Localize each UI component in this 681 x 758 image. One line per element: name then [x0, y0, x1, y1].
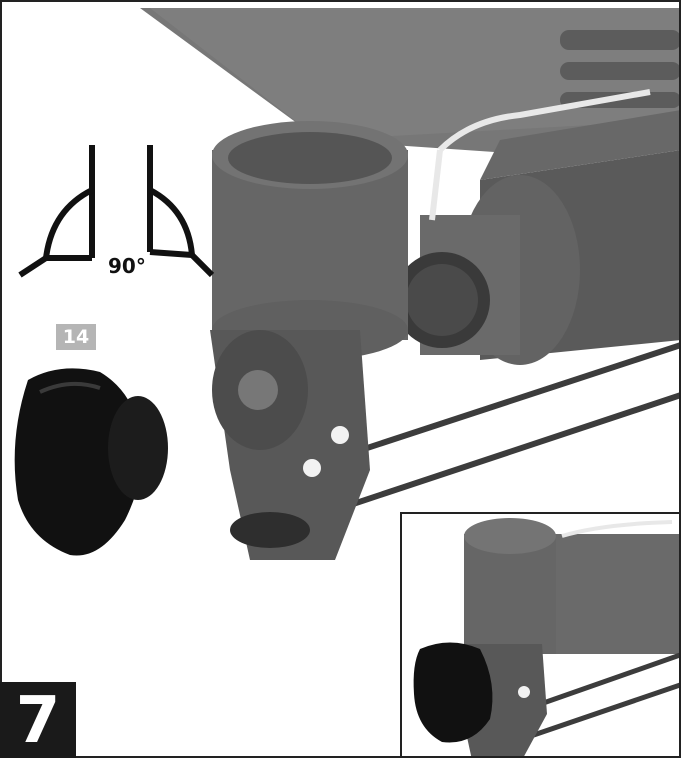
star-knob-icon	[14, 368, 168, 556]
chain	[437, 89, 651, 153]
inset-bolt	[518, 686, 530, 698]
inset-chain	[561, 520, 673, 538]
inset-housing	[552, 534, 679, 654]
angle-label: 90°	[108, 254, 146, 278]
bolt-head-2	[303, 459, 321, 477]
part-number-badge: 14	[56, 324, 96, 350]
inset-illustration	[402, 514, 679, 756]
bolt-head-1	[331, 426, 349, 444]
inset-rod-2	[521, 682, 679, 742]
bevel-90-degree-icon	[18, 145, 215, 278]
inset-knob	[413, 642, 493, 743]
inset-socket-rim	[464, 518, 556, 554]
chain-drop	[429, 149, 443, 221]
step-number: 7	[0, 682, 76, 758]
rail-top	[560, 30, 681, 50]
socket-opening	[228, 132, 392, 184]
shaft-hub	[238, 370, 278, 410]
bevel-gear-inner	[406, 264, 478, 336]
wheel	[230, 512, 310, 548]
detail-inset	[400, 512, 681, 758]
housing-top	[480, 110, 681, 180]
tie-rod-lower	[319, 392, 681, 518]
rail-mid	[560, 62, 681, 80]
